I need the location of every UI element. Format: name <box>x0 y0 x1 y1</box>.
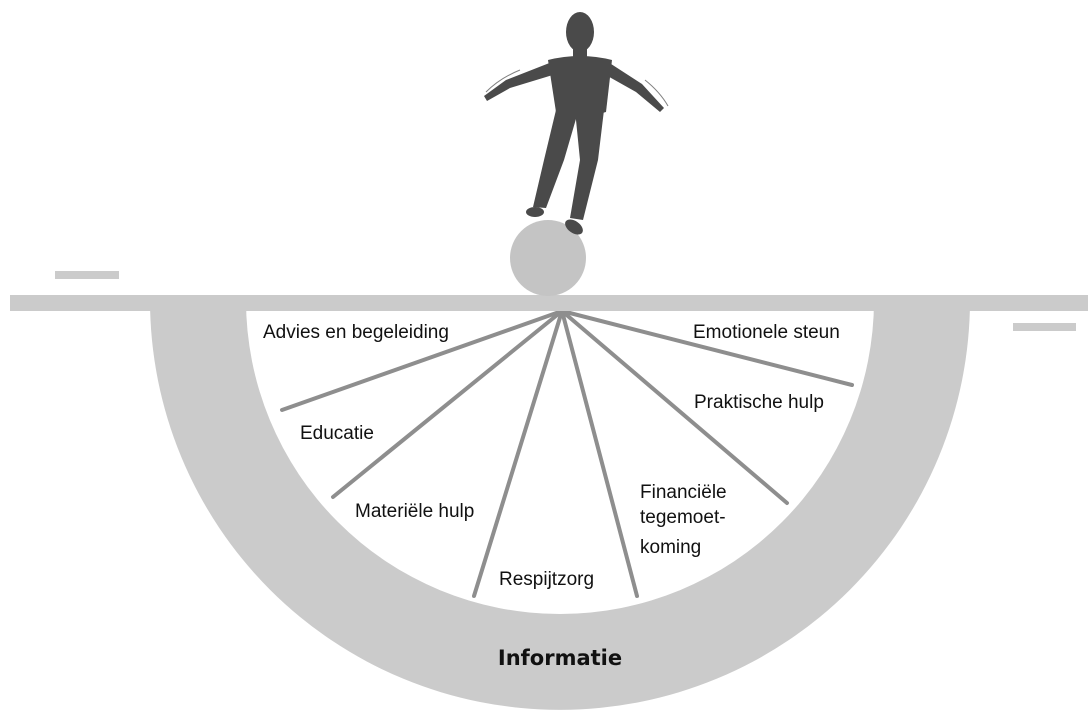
balancing-person-icon <box>484 12 664 235</box>
segment-label-financiele-tegemoetkoming: Financiële tegemoet- koming <box>640 482 732 558</box>
segment-label-praktische-hulp: Praktische hulp <box>694 392 824 413</box>
dividers <box>280 309 854 598</box>
base-label-informatie: Informatie <box>498 646 622 670</box>
segment-label-advies-en-begeleiding: Advies en begeleiding <box>263 322 449 343</box>
beam <box>10 295 1088 311</box>
divider-line <box>331 309 564 499</box>
segment-label-educatie: Educatie <box>300 423 374 444</box>
divider-line <box>560 309 639 598</box>
divider-line <box>560 309 854 387</box>
segment-label-emotionele-steun: Emotionele steun <box>693 322 840 343</box>
divider-line <box>560 309 789 505</box>
ball-icon <box>510 220 586 296</box>
divider-line <box>472 309 564 598</box>
segment-label-materiele-hulp: Materiële hulp <box>355 501 474 522</box>
left-marker <box>55 271 119 279</box>
right-marker <box>1013 323 1076 331</box>
segment-label-respijtzorg: Respijtzorg <box>499 569 594 590</box>
divider-line <box>280 309 564 412</box>
bowl-inner <box>246 300 874 614</box>
